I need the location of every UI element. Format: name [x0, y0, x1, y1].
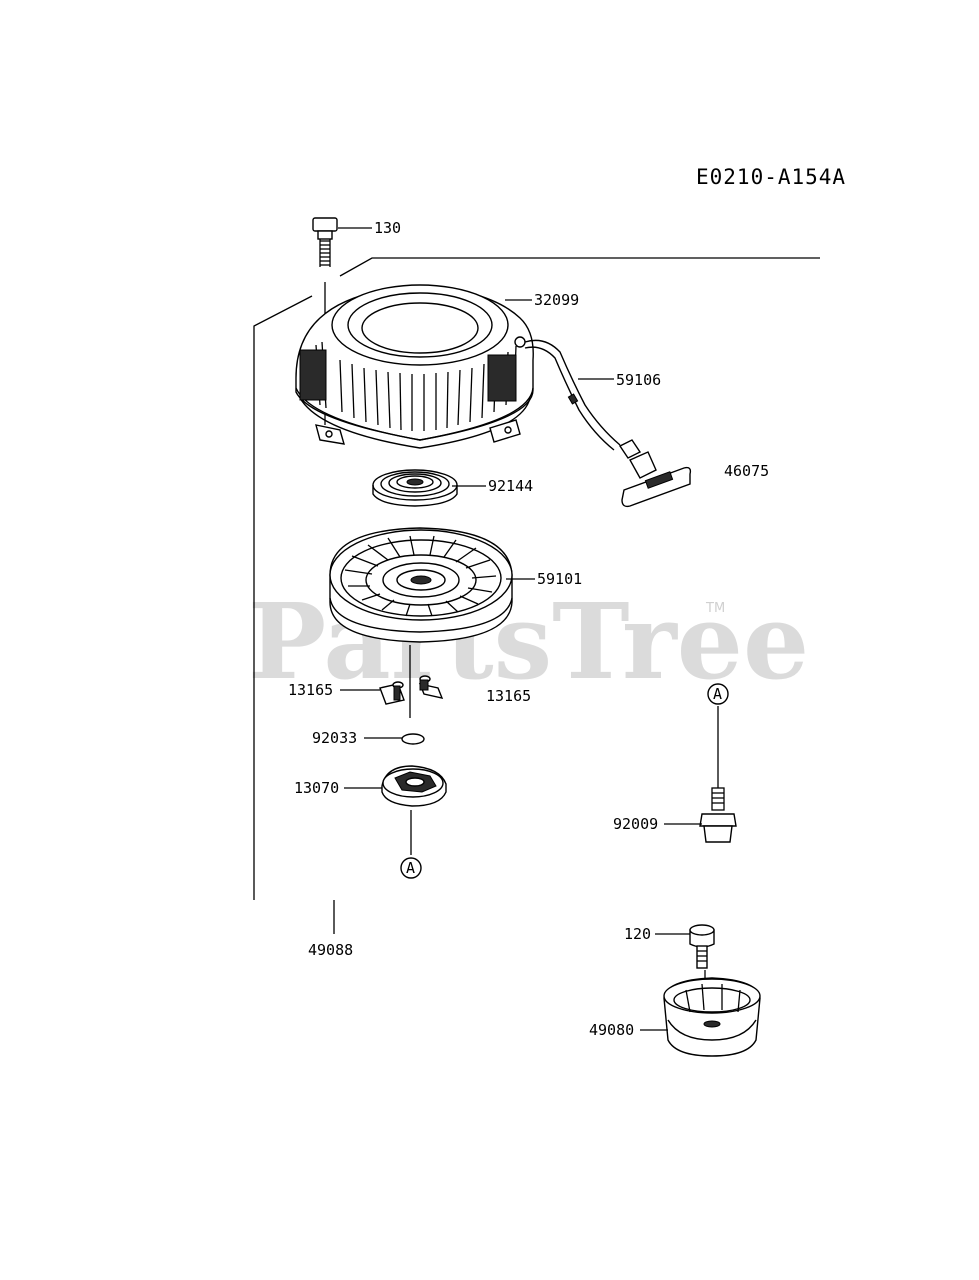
reference-mark-a-upper: A	[707, 683, 729, 705]
washer-92033-drawing	[401, 733, 425, 745]
part-label-13165-left[interactable]: 13165	[288, 681, 333, 699]
part-label-59101[interactable]: 59101	[537, 570, 582, 588]
part-label-49080[interactable]: 49080	[589, 1021, 634, 1039]
reel-59101-drawing	[329, 527, 513, 718]
bolt-120-drawing	[689, 924, 715, 1010]
cup-49080-drawing	[663, 977, 761, 1057]
recoil-cover-32099-drawing	[295, 284, 534, 449]
part-label-32099[interactable]: 32099	[534, 291, 579, 309]
part-label-92033[interactable]: 92033	[312, 729, 357, 747]
handle-46075-drawing	[618, 439, 692, 508]
watermark-trademark: TM	[705, 601, 725, 616]
diagram-code: E0210-A154A	[696, 165, 846, 189]
part-label-120[interactable]: 120	[624, 925, 651, 943]
part-label-92009[interactable]: 92009	[613, 815, 658, 833]
part-label-13165-right[interactable]: 13165	[486, 687, 531, 705]
screw-92009-drawing	[699, 706, 737, 843]
part-label-59106[interactable]: 59106	[616, 371, 661, 389]
ratchet-13070-drawing	[381, 765, 447, 855]
reference-mark-a-lower: A	[400, 857, 422, 879]
part-label-92144[interactable]: 92144	[488, 477, 533, 495]
spring-92144-drawing	[372, 469, 458, 507]
part-label-130[interactable]: 130	[374, 219, 401, 237]
reference-mark-a-lower-text: A	[406, 859, 415, 877]
part-label-46075[interactable]: 46075	[724, 462, 769, 480]
rope-59106-drawing	[524, 339, 621, 451]
leader-lines	[338, 227, 702, 1031]
assembly-bracket	[253, 257, 820, 934]
reference-mark-a-upper-text: A	[713, 685, 722, 703]
part-label-13070[interactable]: 13070	[294, 779, 339, 797]
pawls-13165-drawing	[379, 675, 444, 705]
part-label-49088[interactable]: 49088	[308, 941, 353, 959]
